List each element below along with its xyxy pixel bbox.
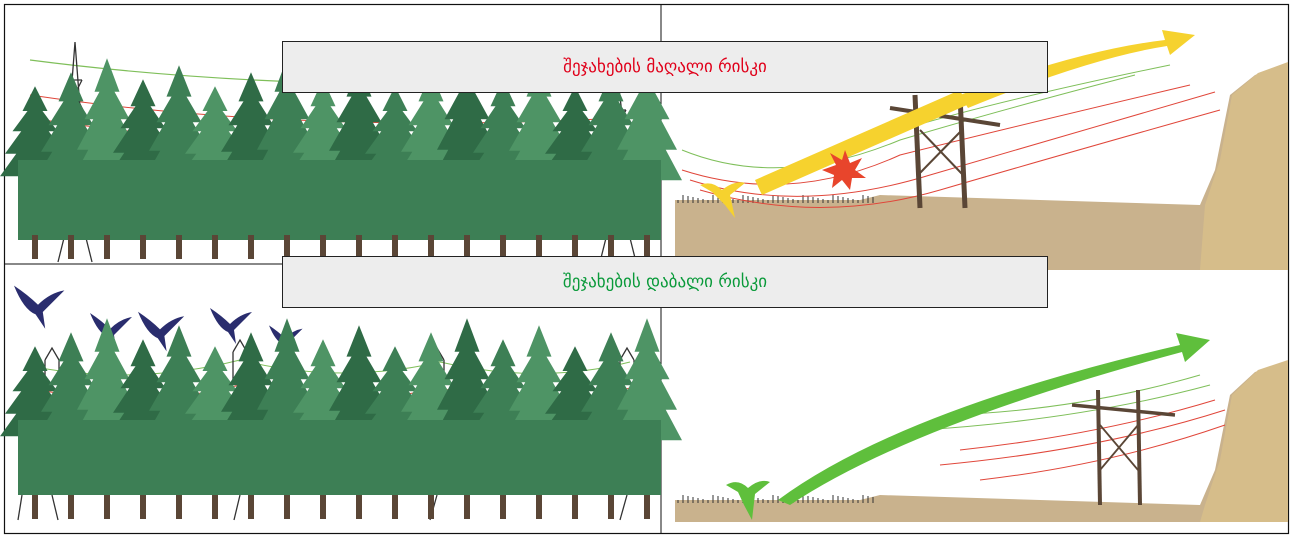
bird-icon xyxy=(13,285,65,329)
bird-icon xyxy=(210,308,252,344)
tree-trunk xyxy=(536,235,542,259)
tree-trunk xyxy=(608,235,614,259)
tree-trunk xyxy=(392,235,398,259)
tree-trunk xyxy=(608,495,614,519)
high-risk-label: შეჯახების მაღალი რისკი xyxy=(563,57,767,77)
tree-trunk xyxy=(572,495,578,519)
tree-trunk xyxy=(428,235,434,259)
cliff-bottom xyxy=(1200,360,1288,522)
tree-trunk xyxy=(176,495,182,519)
ground-top xyxy=(675,65,1288,270)
tree-trunk xyxy=(356,495,362,519)
tree-trunk xyxy=(140,235,146,259)
tree-trunk xyxy=(212,495,218,519)
tree-trunk xyxy=(644,235,650,259)
forest-body-top xyxy=(18,160,661,240)
wires-top-right xyxy=(681,64,1221,208)
low-risk-label: შეჯახების დაბალი რისკი xyxy=(562,272,768,292)
tree-trunk xyxy=(176,235,182,259)
tree-trunk xyxy=(140,495,146,519)
bird-icon xyxy=(700,182,745,218)
flight-arrow-icon xyxy=(755,90,967,195)
forest-body-bottom xyxy=(18,420,661,495)
tree-trunk xyxy=(284,235,290,259)
tree-trunk xyxy=(248,235,254,259)
tree-trunk xyxy=(356,235,362,259)
wires-bottom-right xyxy=(919,374,1226,481)
bird-icon xyxy=(726,480,770,520)
tree-trunk xyxy=(68,495,74,519)
outer-frame xyxy=(3,3,1290,535)
tree-trunk xyxy=(284,495,290,519)
tree-trunk xyxy=(104,235,110,259)
tree-trunk xyxy=(68,235,74,259)
tree-trunk xyxy=(320,495,326,519)
tree-trunk xyxy=(500,495,506,519)
tree-trunk xyxy=(248,495,254,519)
collision-burst-icon xyxy=(822,150,866,190)
bird-flock xyxy=(13,285,303,355)
tree-trunk xyxy=(572,235,578,259)
tree-trunk xyxy=(32,495,38,519)
high-risk-banner: შეჯახების მაღალი რისკი xyxy=(282,41,1048,93)
low-risk-banner: შეჯახების დაბალი რისკი xyxy=(282,256,1048,308)
tree-trunk xyxy=(392,495,398,519)
tree-trunk xyxy=(104,495,110,519)
tree-trunk xyxy=(464,235,470,259)
flight-arrow-head-high xyxy=(960,30,1195,108)
tree-trunk xyxy=(644,495,650,519)
flight-arrow-icon xyxy=(778,333,1210,505)
tree-trunk xyxy=(464,495,470,519)
tree-trunks-bottom xyxy=(32,495,650,519)
utility-pole-icon xyxy=(1071,389,1176,506)
tree-trunk xyxy=(500,235,506,259)
tree-trunk xyxy=(212,235,218,259)
tree-trunk xyxy=(428,495,434,519)
tree-trunk xyxy=(536,495,542,519)
tree-trunk xyxy=(320,235,326,259)
tree-trunks-top xyxy=(32,235,650,259)
ground-bottom xyxy=(675,362,1288,522)
bird-icon xyxy=(138,311,185,352)
tree-trunk xyxy=(32,235,38,259)
cliff-top xyxy=(1200,62,1288,270)
